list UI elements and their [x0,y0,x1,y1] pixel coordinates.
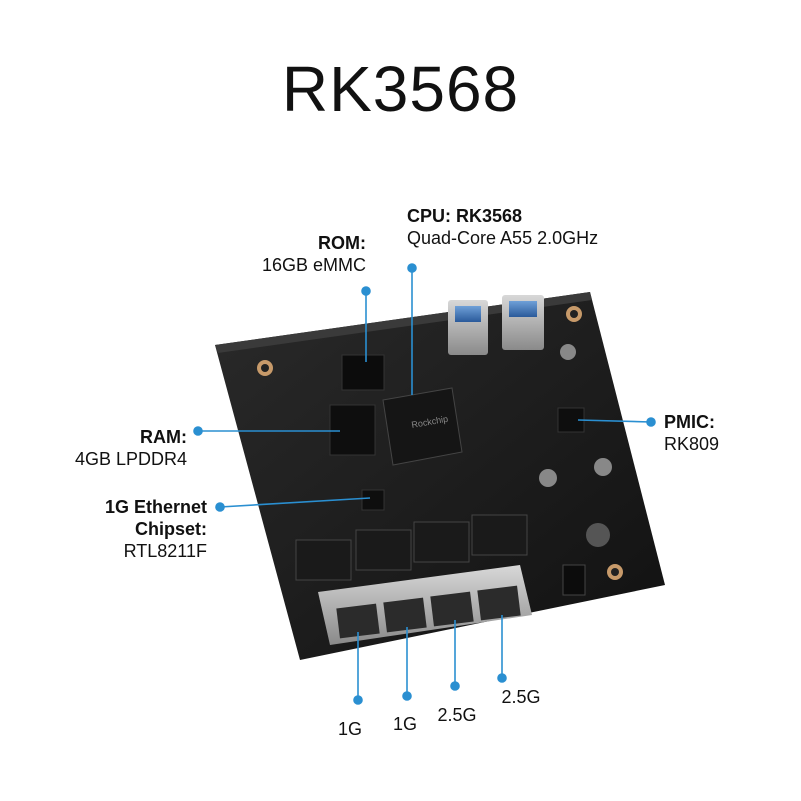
page-title: RK3568 [281,53,520,125]
port-2-dot [402,691,412,701]
rom-detail: 16GB eMMC [261,255,366,275]
ram-label: RAM: [140,427,187,447]
pmic-label: PMIC: [664,412,715,432]
port-4-dot [497,673,507,683]
rom-label: ROM: [318,233,366,253]
port-1-dot [353,695,363,705]
ethernet-dot [215,502,225,512]
cpu-value: RK3568 [456,206,523,226]
port-label-3: 2.5G [437,705,477,725]
ram-callout: RAM: 4GB LPDDR4 [40,426,187,470]
port-label-2: 1G [392,714,417,734]
ram-dot [193,426,203,436]
cpu-chip [382,387,463,466]
cpu-label: CPU: [407,206,451,226]
ethernet-label-line1: 1G Ethernet [104,497,207,517]
ethernet-chip [361,489,385,511]
rom-callout: ROM: 16GB eMMC [230,232,366,276]
cpu-dot [407,263,417,273]
ethernet-line [219,497,371,508]
pmic-callout: PMIC: RK809 [664,411,719,455]
port-label-1: 1G [337,719,362,739]
emmc-chip [341,354,385,391]
ethernet-detail: RTL8211F [123,541,207,561]
port-label-4: 2.5G [501,687,541,707]
pmic-dot [646,417,656,427]
pmic-detail: RK809 [664,434,720,454]
ethernet-callout: 1G Ethernet Chipset: RTL8211F [40,496,207,562]
port-3-dot [450,681,460,691]
ethernet-label-line2: Chipset: [135,519,207,539]
pmic-line [577,419,652,423]
ram-detail: 4GB LPDDR4 [74,449,187,469]
cpu-callout: CPU: RK3568 Quad-Core A55 2.0GHz [407,205,598,249]
rom-dot [361,286,371,296]
ram-chip [329,404,376,456]
cpu-detail: Quad-Core A55 2.0GHz [407,228,599,248]
